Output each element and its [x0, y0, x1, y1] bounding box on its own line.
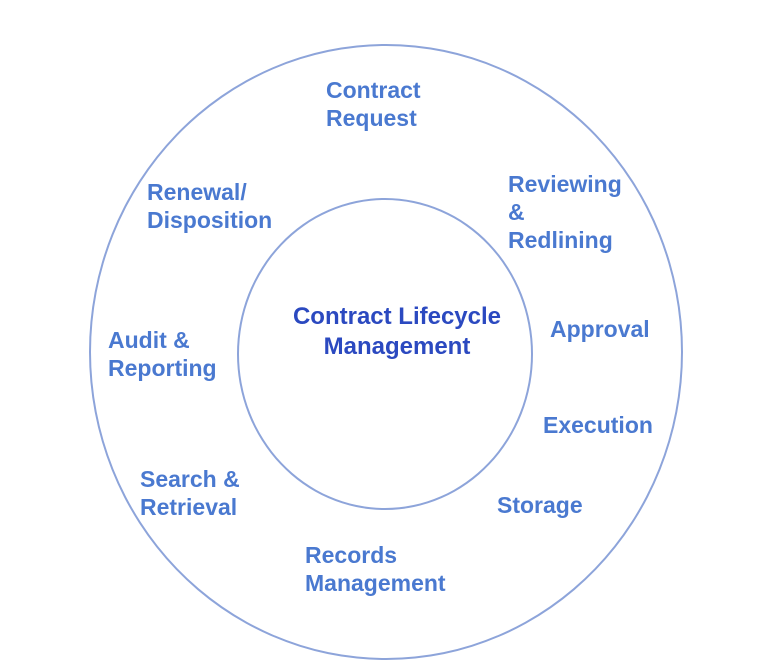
stage-label-execution: Execution: [543, 412, 653, 438]
stage-label-storage: Storage: [497, 492, 583, 518]
stage-label-reviewing-redlining: Reviewing & Redlining: [508, 171, 622, 253]
outer-circle: [89, 44, 683, 660]
stage-label-contract-request: Contract Request: [326, 77, 421, 131]
inner-circle: [237, 198, 533, 510]
stage-label-records-management: Records Management: [305, 542, 446, 596]
stage-label-search-retrieval: Search & Retrieval: [140, 466, 240, 520]
diagram-center-label: Contract Lifecycle Management: [292, 303, 502, 360]
stage-label-approval: Approval: [550, 316, 650, 342]
stage-label-audit-reporting: Audit & Reporting: [108, 327, 217, 381]
stage-label-renewal-disposition: Renewal/ Disposition: [147, 179, 273, 233]
